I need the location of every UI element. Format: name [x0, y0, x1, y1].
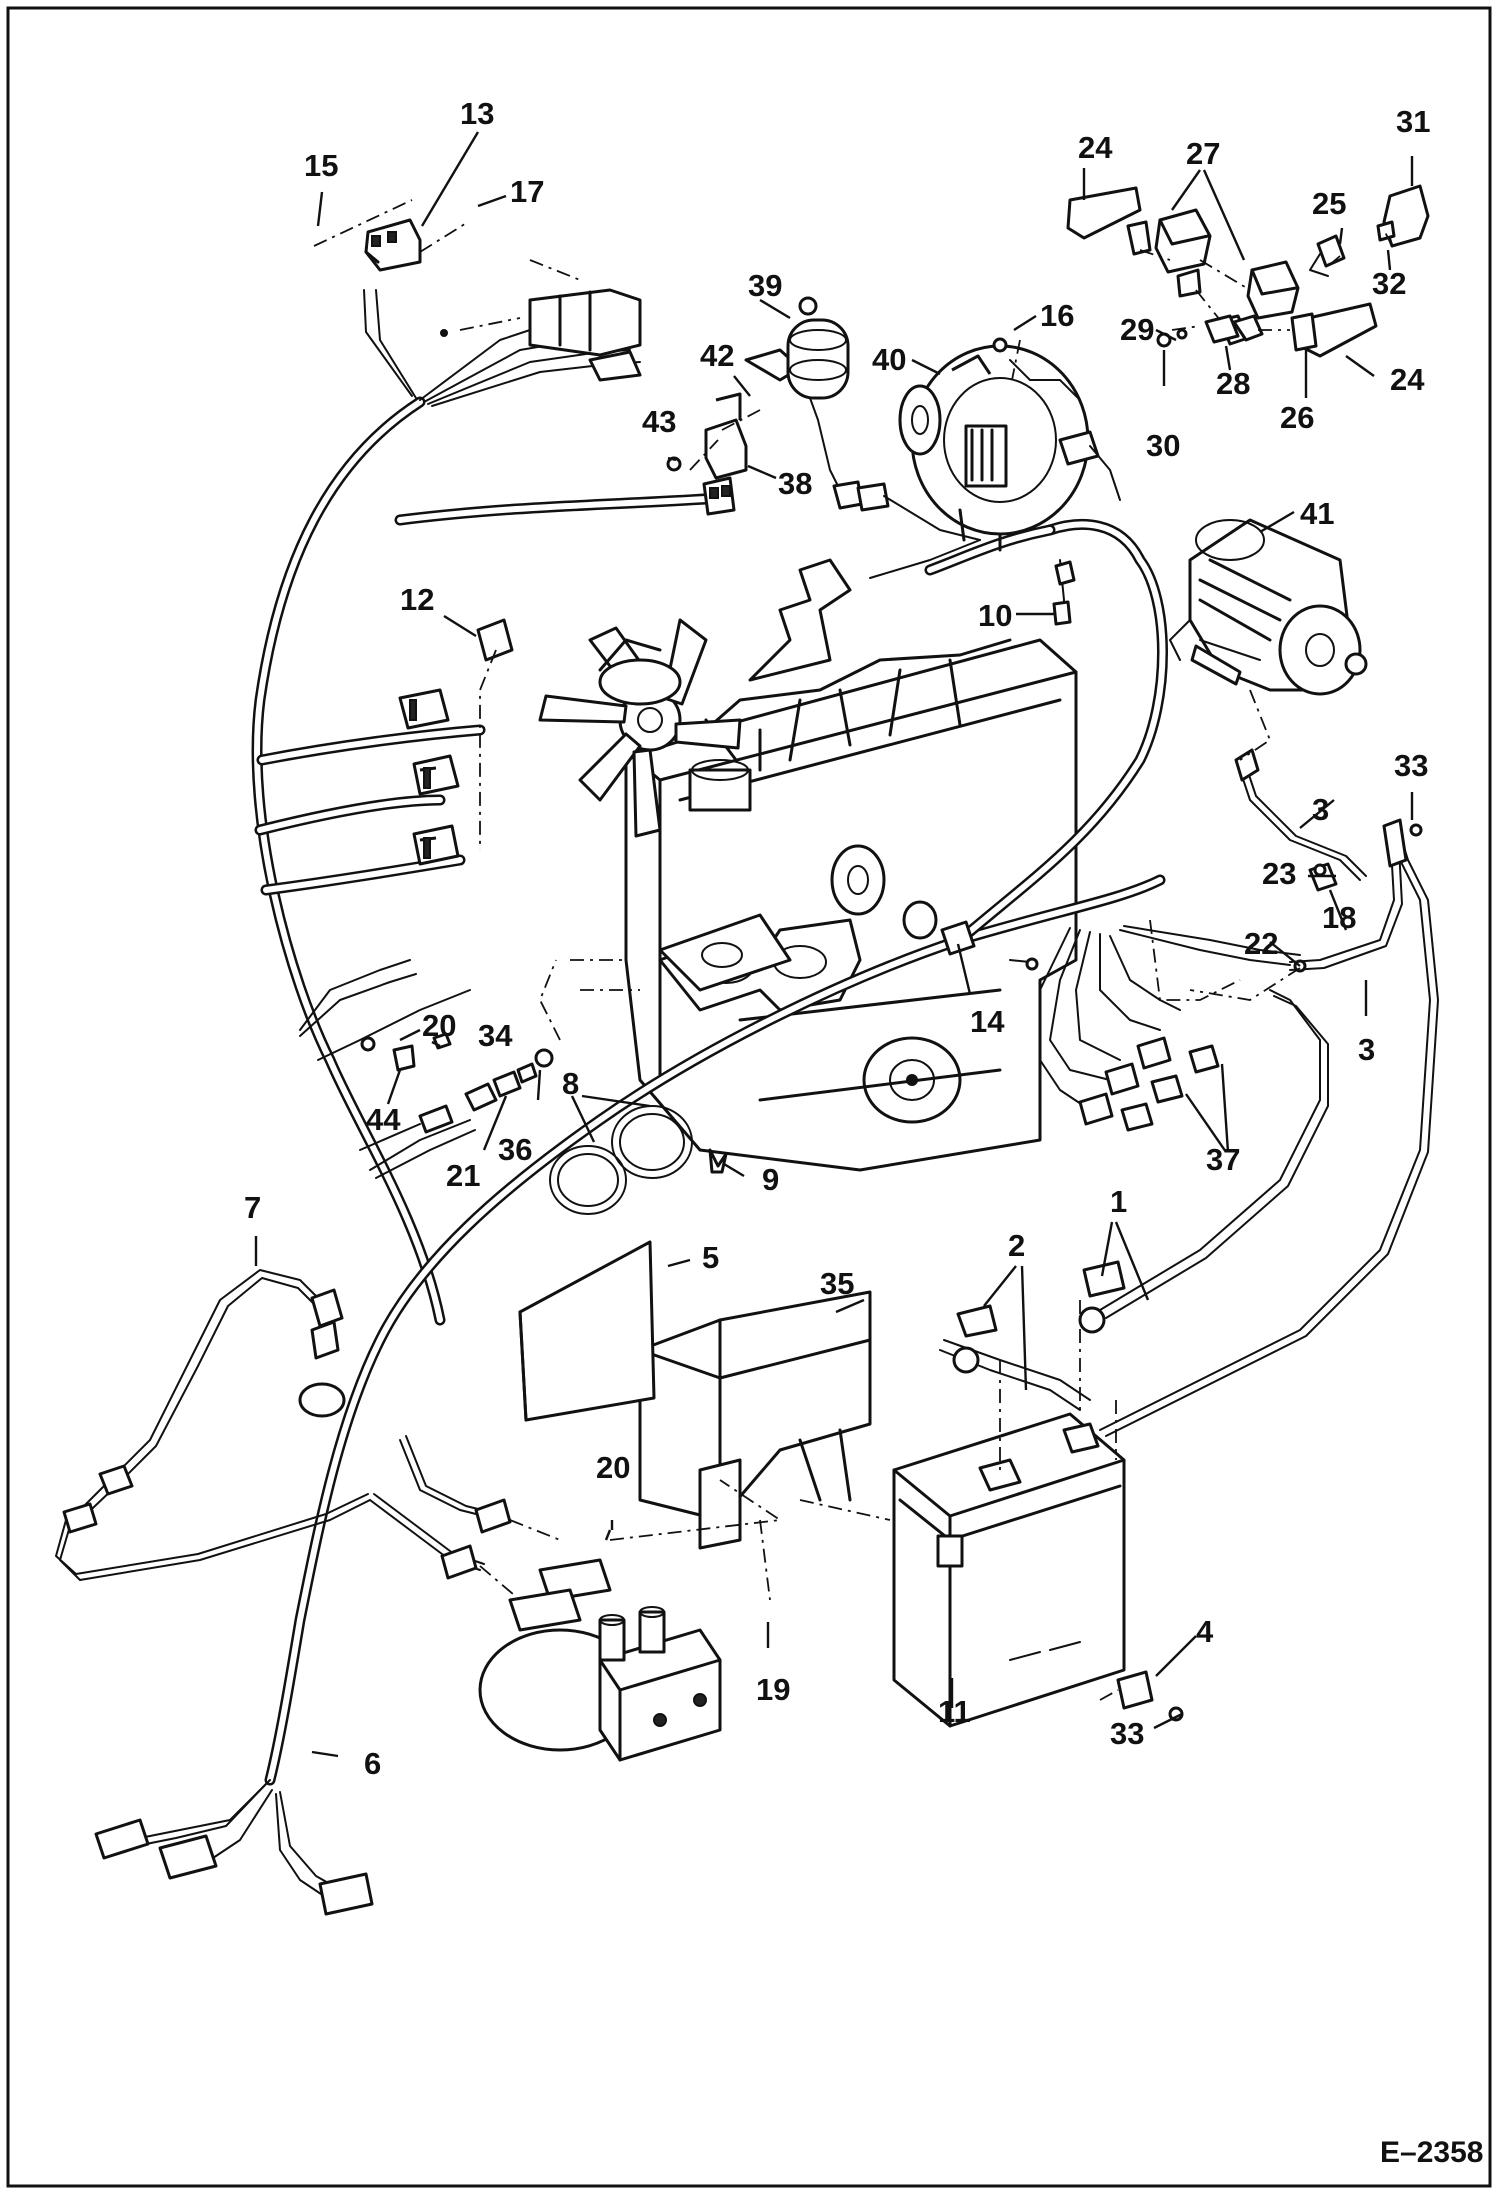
drawing-reference-number: E–2358 [1380, 2136, 1483, 2169]
callout-15: 15 [304, 148, 338, 183]
callout-20a: 20 [422, 1008, 456, 1043]
part-39-canister [744, 296, 981, 579]
page-border [6, 6, 1492, 2188]
callout-23: 23 [1262, 856, 1296, 891]
part-38-relay-bracket [666, 392, 748, 516]
callout-32: 32 [1372, 266, 1406, 301]
relay-fuse-cluster [1066, 184, 1430, 358]
callout-35: 35 [820, 1266, 854, 1301]
part-41-starter [1169, 518, 1368, 696]
callout-13: 13 [460, 96, 494, 131]
part-37-connectors [1078, 1036, 1220, 1132]
callout-24b: 24 [1390, 362, 1425, 397]
callout-2: 2 [1008, 1228, 1025, 1263]
callout-20b: 20 [596, 1450, 630, 1485]
callout-24a: 24 [1078, 130, 1113, 165]
callout-42: 42 [700, 338, 734, 373]
callout-21: 21 [446, 1158, 480, 1193]
callout-41: 41 [1300, 496, 1334, 531]
part-13-relay [364, 218, 642, 382]
callout-8: 8 [562, 1066, 579, 1101]
part-10-sender [1052, 559, 1076, 626]
callout-18: 18 [1322, 900, 1356, 935]
callout-12: 12 [400, 582, 434, 617]
part-7-sensor-branch [55, 1269, 612, 1632]
callout-31: 31 [1396, 104, 1430, 139]
part-12-connectors [398, 618, 514, 866]
callout-5: 5 [702, 1240, 719, 1275]
callout-33a: 33 [1394, 748, 1428, 783]
phantom-lines [313, 199, 1393, 1701]
callout-30: 30 [1146, 428, 1180, 463]
callout-29: 29 [1120, 312, 1154, 347]
callout-6: 6 [364, 1746, 381, 1781]
engine-block [570, 558, 1078, 1172]
callout-28: 28 [1216, 366, 1250, 401]
part-14-clamp [940, 920, 1039, 971]
callout-16: 16 [1040, 298, 1074, 333]
callout-44: 44 [366, 1102, 401, 1137]
callout-3a: 3 [1312, 792, 1329, 827]
leader-lines [254, 131, 1414, 1758]
cooling-fan [538, 618, 742, 838]
callout-labels: 1 2 3 3 4 5 6 7 8 9 10 11 12 13 14 15 16… [244, 96, 1430, 1781]
callout-39: 39 [748, 268, 782, 303]
callout-22: 22 [1244, 926, 1278, 961]
hydraulic-valve-block [478, 1606, 722, 1762]
callout-7: 7 [244, 1190, 261, 1225]
callout-25: 25 [1312, 186, 1346, 221]
left-small-parts [359, 1032, 728, 1215]
callout-26: 26 [1280, 400, 1314, 435]
callout-9: 9 [762, 1162, 779, 1197]
callout-14: 14 [970, 1004, 1005, 1039]
part-40-alternator [898, 337, 1121, 552]
callout-43: 43 [642, 404, 676, 439]
main-wiring-harness [251, 289, 1301, 1786]
callout-34: 34 [478, 1018, 513, 1053]
callout-3b: 3 [1358, 1032, 1375, 1067]
callout-37: 37 [1206, 1142, 1240, 1177]
part-6-harness-end [94, 1779, 374, 1916]
callout-27: 27 [1186, 136, 1220, 171]
callout-19: 19 [756, 1672, 790, 1707]
callout-40: 40 [872, 342, 906, 377]
callout-38: 38 [778, 466, 812, 501]
callout-1: 1 [1110, 1184, 1127, 1219]
callout-36: 36 [498, 1132, 532, 1167]
callout-4: 4 [1196, 1614, 1214, 1649]
callout-10: 10 [978, 598, 1012, 633]
callout-33b: 33 [1110, 1716, 1144, 1751]
callout-17: 17 [510, 174, 544, 209]
callout-11: 11 [938, 1694, 971, 1729]
